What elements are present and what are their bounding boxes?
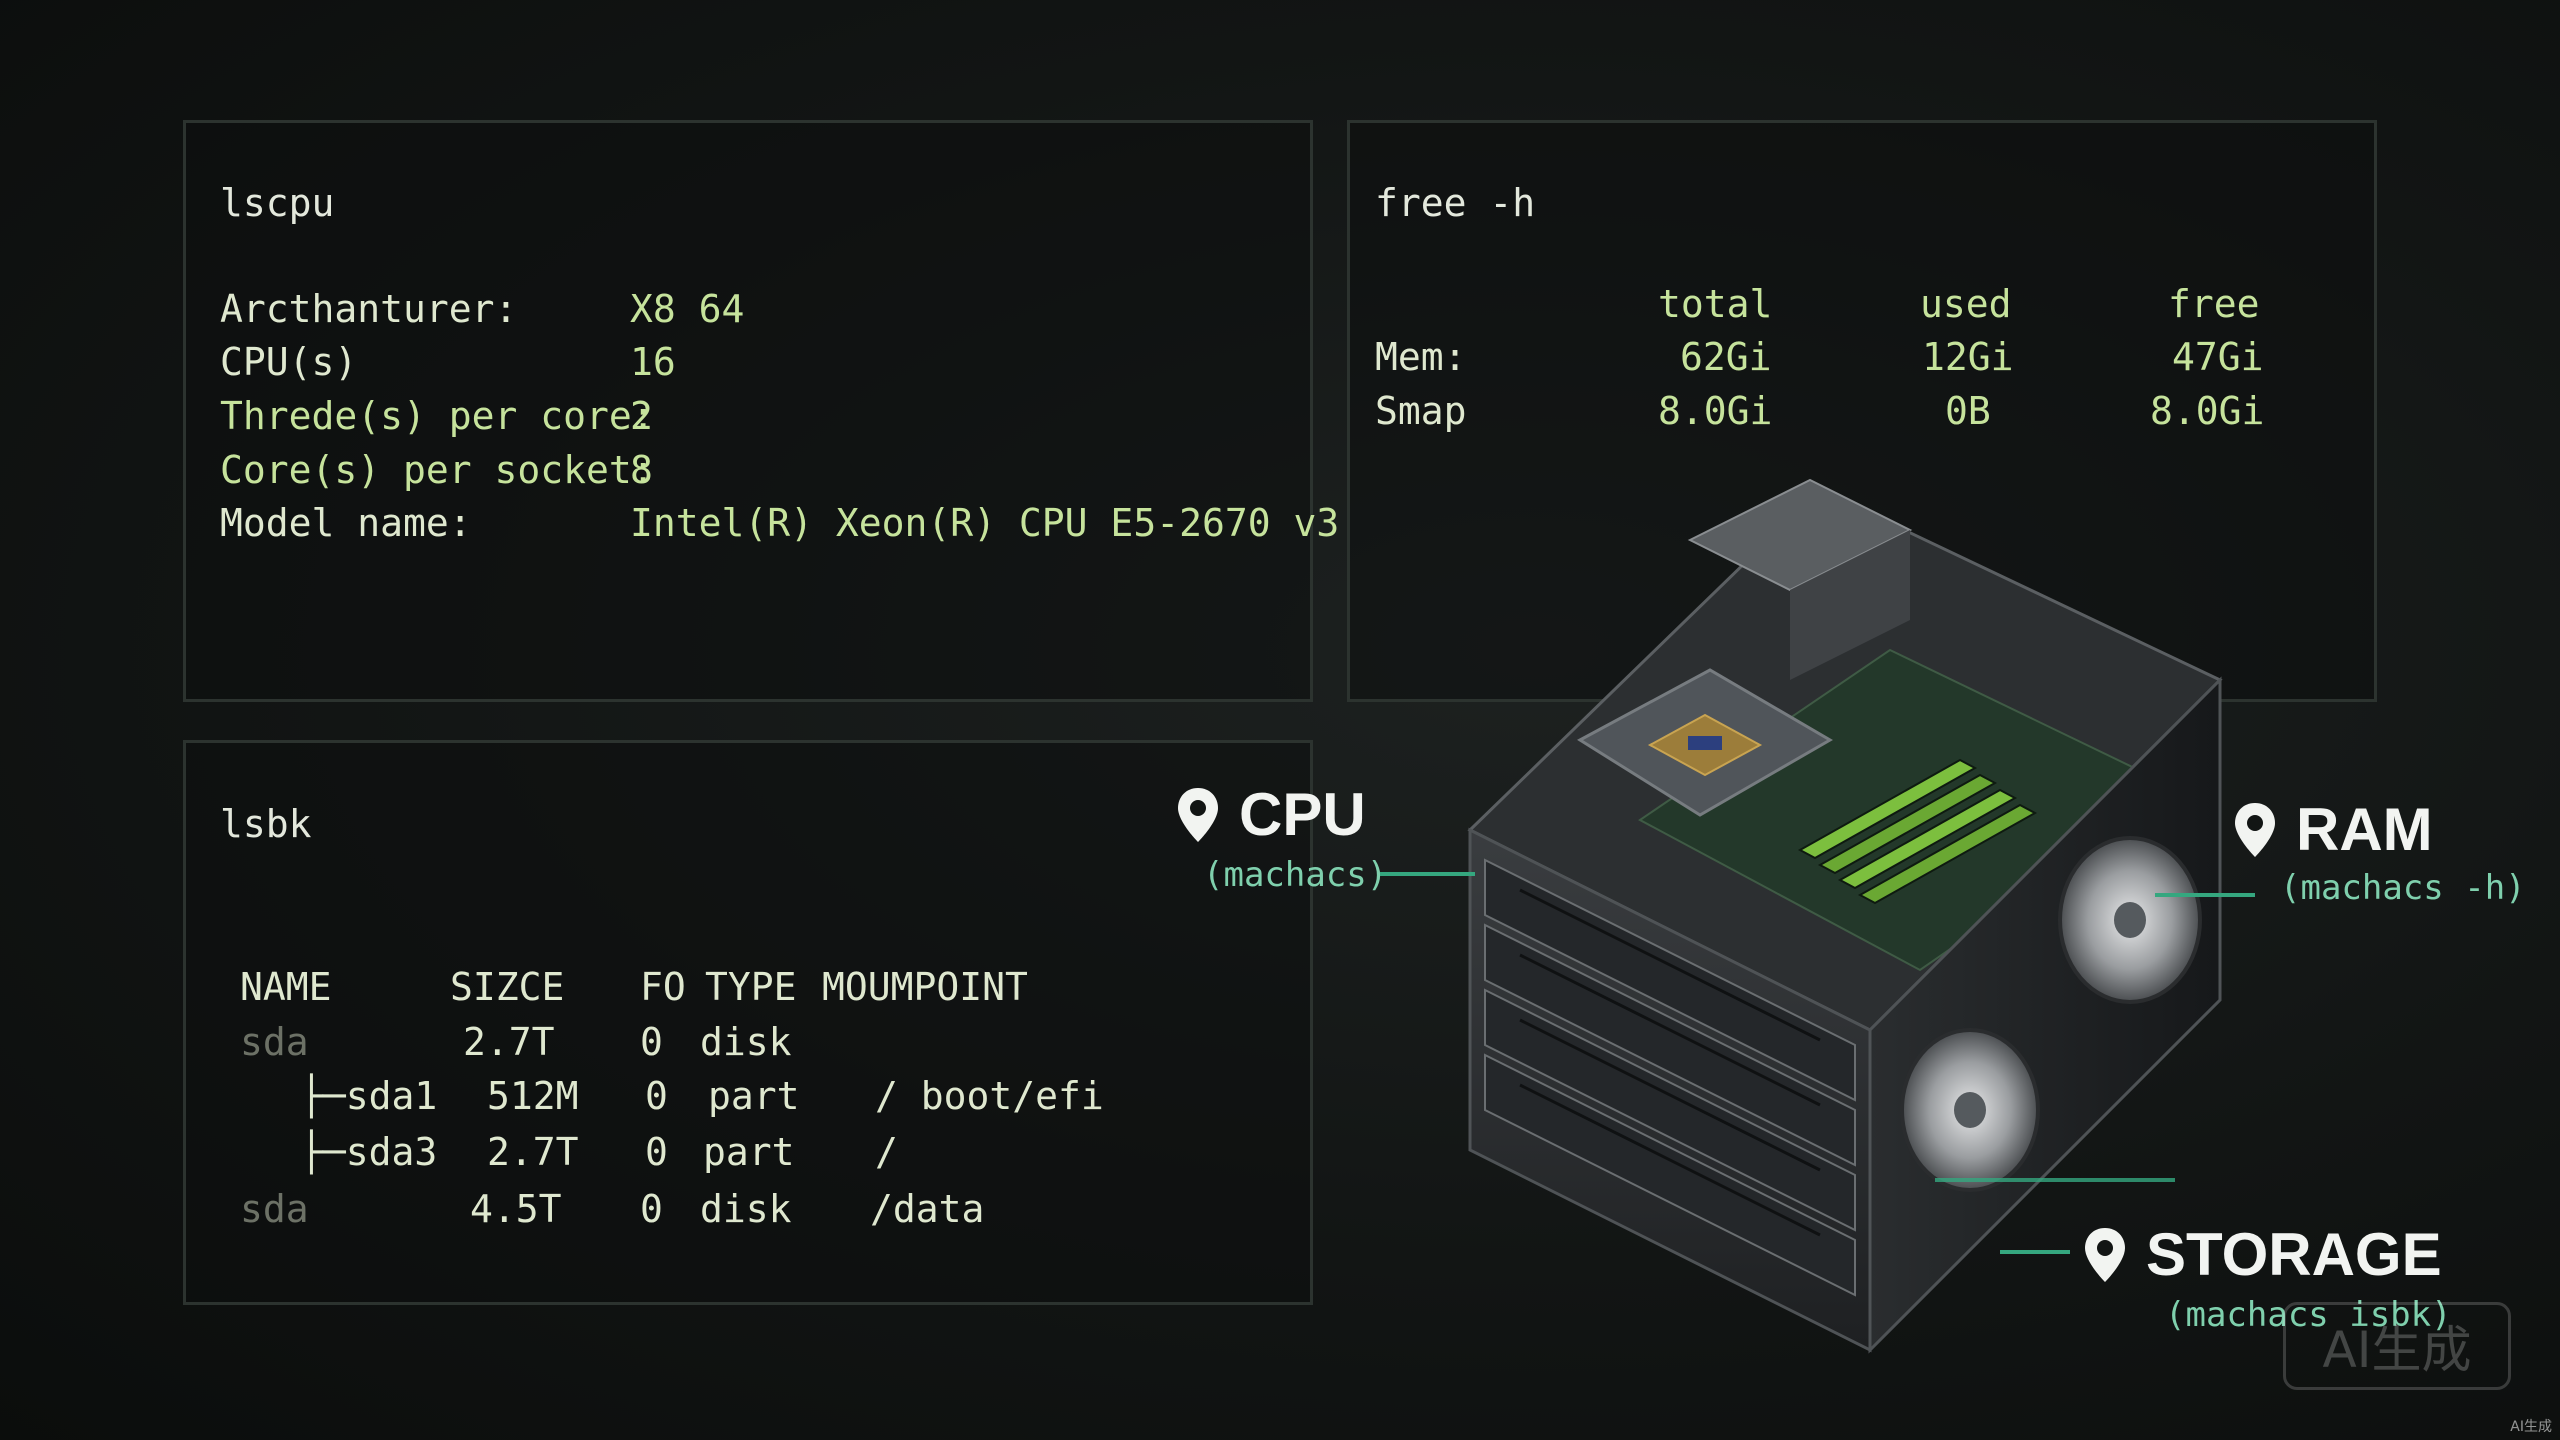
lsblk-header-type: TYPE [705,965,797,1009]
free-header-total: total [1658,282,1773,326]
map-pin-icon [2235,803,2275,857]
storage-callout-sub: (machacs isbk) [2165,1295,2452,1335]
ram-leader-line [2155,893,2255,897]
lsblk-row3-mountpoint: / [875,1130,898,1174]
free-row-mem-used: 12Gi [1922,335,2014,379]
lscpu-key-arch: Arcthanturer: [220,287,518,331]
lsblk-row2-size: 512M [487,1074,579,1118]
cpu-callout-title: CPU [1239,781,1366,848]
lsblk-row2-type: part [708,1074,800,1118]
cpu-callout: CPU [1175,785,1366,845]
lsblk-row4-type: disk [700,1187,792,1231]
lscpu-value-arch: X8 64 [630,287,745,331]
storage-leader-line-2 [1935,1178,2175,1182]
ai-generated-corner-mark: AI生成 [2510,1419,2552,1435]
free-row-swap-total: 8.0Gi [1658,389,1773,433]
lscpu-key-threads: Threde(s) per core: [220,394,655,438]
lscpu-value-cores: 8 [630,448,653,492]
lsblk-panel [183,740,1313,1305]
map-pin-icon [2085,1228,2125,1282]
free-row-swap-label: Smap [1375,389,1467,433]
lsblk-row3-type: part [703,1130,795,1174]
lscpu-key-cpus: CPU(s) [220,340,358,384]
free-row-mem-free: 47Gi [2172,335,2264,379]
cpu-leader-line [1380,872,1475,876]
lscpu-command: lscpu [220,181,335,225]
storage-callout: STORAGE [2082,1225,2442,1285]
lsblk-header-mountpoint: MOUMPOINT [822,965,1028,1009]
free-command: free -h [1375,181,1536,225]
free-header-free: free [2168,282,2260,326]
ram-callout-sub: (machacs -h) [2280,868,2526,908]
lsblk-command: lsbk [220,802,312,846]
lsblk-row1-size: 2.7T [463,1020,555,1064]
cpu-callout-sub: (machacs) [1203,855,1388,895]
server-chassis-illustration [1467,478,2223,1354]
lsblk-row3-name: ├─sda3 [300,1130,438,1174]
free-header-used: used [1920,282,2012,326]
lscpu-value-threads: 2 [630,394,653,438]
ram-callout-title: RAM [2296,796,2433,863]
free-row-swap-used: 0B [1945,389,1991,433]
lscpu-panel [183,120,1313,702]
lsblk-row4-name: sda [240,1187,309,1231]
ram-callout: RAM [2232,800,2433,860]
free-row-mem-label: Mem: [1375,335,1467,379]
storage-leader-line [2000,1250,2070,1254]
lsblk-row1-name: sda [240,1020,309,1064]
lscpu-value-model: Intel(R) Xeon(R) CPU E5-2670 v3 [630,501,1340,545]
lsblk-row3-ro: 0 [645,1130,668,1174]
lsblk-header-ro: FO [640,965,686,1009]
lsblk-row4-size: 4.5T [470,1187,562,1231]
lscpu-value-cpus: 16 [630,340,676,384]
lscpu-key-cores: Core(s) per socket: [220,448,655,492]
storage-callout-title: STORAGE [2146,1221,2442,1288]
map-pin-icon [1178,788,1218,842]
lsblk-header-size: SIZCE [450,965,565,1009]
ai-generated-badge: AI生成 [2283,1302,2511,1390]
lsblk-row2-name: ├─sda1 [300,1074,438,1118]
lsblk-row2-ro: 0 [645,1074,668,1118]
lsblk-row2-mountpoint: / boot/efi [875,1074,1104,1118]
free-row-swap-free: 8.0Gi [2150,389,2265,433]
lscpu-key-model: Model name: [220,501,472,545]
lsblk-row1-type: disk [700,1020,792,1064]
free-row-mem-total: 62Gi [1680,335,1772,379]
lsblk-row4-mountpoint: /data [870,1187,985,1231]
lsblk-header-name: NAME [240,965,332,1009]
lsblk-row3-size: 2.7T [487,1130,579,1174]
lsblk-row1-ro: 0 [640,1020,663,1064]
lsblk-row4-ro: 0 [640,1187,663,1231]
